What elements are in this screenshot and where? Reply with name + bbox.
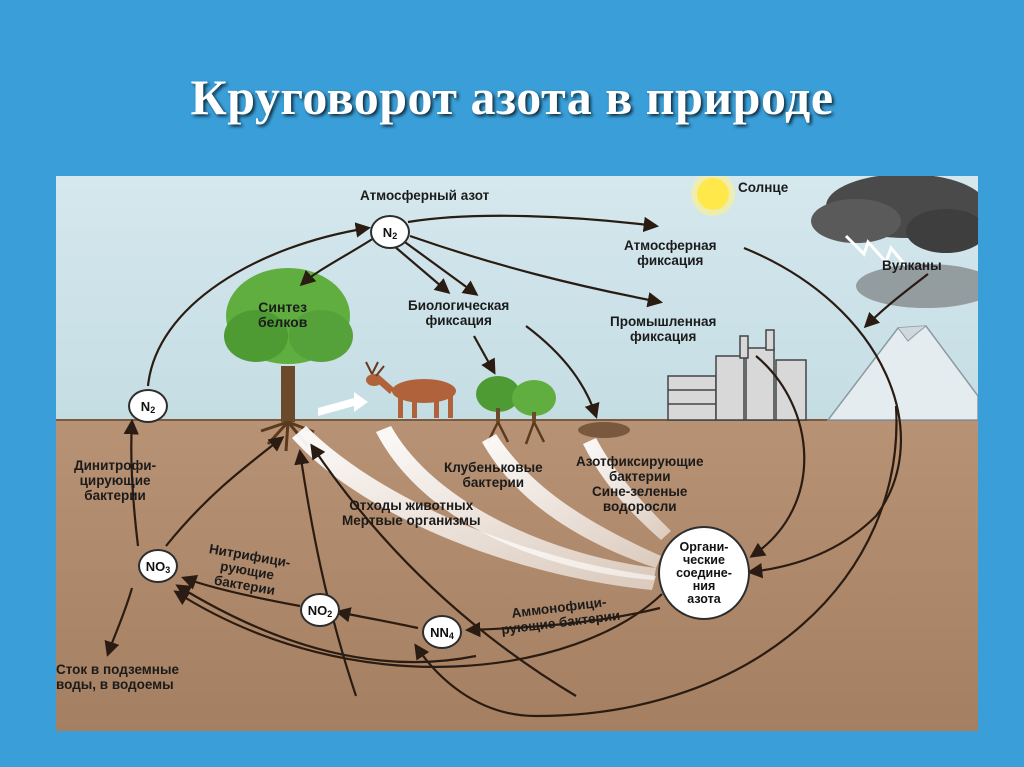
diagram-artwork [56,176,978,731]
lightning-icon [844,234,908,267]
volcano-icon [826,325,978,421]
sun-icon [691,176,735,216]
organic-compounds-node: Органи- ческие соедине- ния азота [658,526,750,620]
atmospheric-nitrogen-label: Атмосферный азот [360,188,490,203]
organic-flow-arrows [292,392,671,590]
cycle-arrows [104,214,929,718]
bush-icon [476,376,556,445]
volcanoes-label: Вулканы [882,258,942,273]
storm-cloud-icon [811,176,978,308]
tree-icon [224,268,353,452]
deer-icon [365,361,456,418]
slide-title: Круговорот азота в природе [190,69,834,125]
sun-label: Солнце [738,180,789,195]
bacteria-colony-icon [578,422,630,438]
